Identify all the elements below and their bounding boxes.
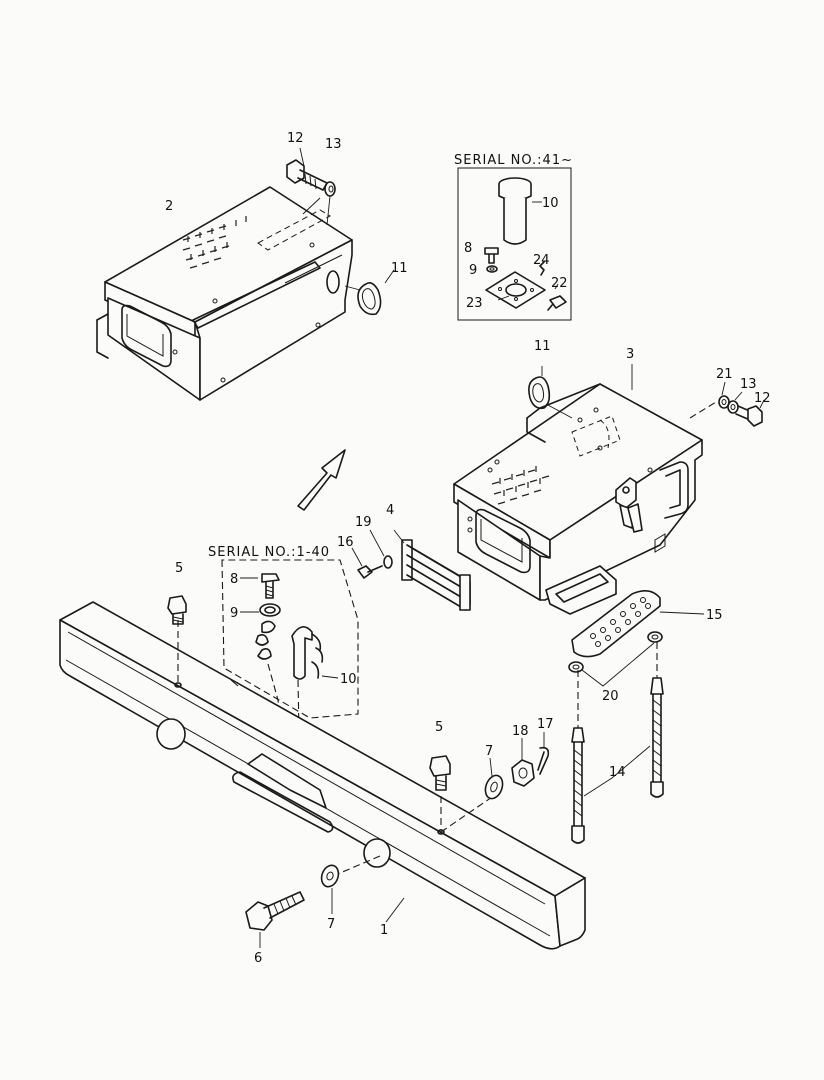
callout-16: 16	[337, 535, 354, 550]
callout-10-lower: 10	[340, 672, 357, 687]
washer-7-lower	[320, 864, 340, 888]
callout-9-lower: 9	[230, 606, 238, 621]
callout-20: 20	[602, 689, 619, 704]
cotter-pin-17	[537, 746, 550, 775]
callout-9-upper: 9	[469, 263, 477, 278]
toolbox-left	[96, 186, 353, 401]
lockwasher-13-right	[727, 400, 739, 414]
callout-7-lower: 7	[327, 917, 335, 932]
callout-15: 15	[706, 608, 723, 623]
callout-11-upper: 11	[391, 261, 408, 276]
washer-13-upper	[324, 181, 336, 197]
callout-5-right: 5	[435, 720, 443, 735]
serial-1-40-inset	[221, 559, 359, 785]
callout-5-left: 5	[175, 561, 183, 576]
washer-21	[718, 395, 730, 409]
callout-8-lower: 8	[230, 572, 238, 587]
callout-13-right: 13	[740, 377, 757, 392]
callout-18: 18	[512, 724, 529, 739]
screw-16	[357, 565, 383, 579]
step-plate-15	[571, 590, 661, 658]
nut-18	[511, 759, 535, 787]
serial-label-upper: SERIAL NO.:41~	[454, 153, 573, 168]
washer-20-right	[647, 631, 663, 643]
grommet-11-upper	[357, 282, 382, 316]
serial-41-inset	[457, 167, 572, 321]
callout-24: 24	[533, 253, 550, 268]
serial-label-lower: SERIAL NO.:1-40	[208, 545, 330, 560]
callout-3: 3	[626, 347, 634, 362]
bumper-1	[59, 601, 586, 950]
svg-text:SERIAL NO.:1-40: SERIAL NO.:1-40	[208, 545, 330, 560]
callout-7-upper: 7	[485, 744, 493, 759]
callout-19: 19	[355, 515, 372, 530]
callout-22: 22	[551, 276, 568, 291]
bolt-12-right	[735, 405, 763, 427]
washer-20-left	[568, 661, 584, 673]
callout-6: 6	[254, 951, 262, 966]
callout-12-right: 12	[754, 391, 771, 406]
bolt-6	[245, 891, 305, 931]
callout-4: 4	[386, 503, 394, 518]
bolt-12-upper	[286, 159, 328, 191]
callout-17: 17	[537, 717, 554, 732]
callout-11-lower: 11	[534, 339, 551, 354]
callout-1: 1	[380, 923, 388, 938]
bolt-5-right	[429, 755, 451, 791]
callout-8-upper: 8	[464, 241, 472, 256]
tread-pattern-right	[491, 466, 550, 505]
callout-23: 23	[466, 296, 483, 311]
nut-19	[383, 555, 393, 569]
svg-text:SERIAL NO.:41~: SERIAL NO.:41~	[454, 153, 573, 168]
grommet-11-lower	[528, 376, 551, 410]
callout-12-upper: 12	[287, 131, 304, 146]
direction-arrow	[297, 449, 346, 511]
bolt-14-left	[571, 670, 585, 844]
callout-13-upper: 13	[325, 137, 342, 152]
bracket-4	[401, 539, 471, 611]
washer-7-upper	[484, 774, 504, 800]
bolt-14-right	[650, 642, 664, 798]
callout-2: 2	[165, 199, 173, 214]
callout-21: 21	[716, 367, 733, 382]
callout-labels: 12 13 2 11 10 8 9 24 22 23 11 3 21 13 12…	[165, 131, 771, 966]
bolt-5-left	[167, 595, 187, 625]
tread-pattern-left	[182, 216, 247, 269]
toolbox-right	[453, 383, 703, 615]
callout-10-upper: 10	[542, 196, 559, 211]
callout-14: 14	[609, 765, 626, 780]
